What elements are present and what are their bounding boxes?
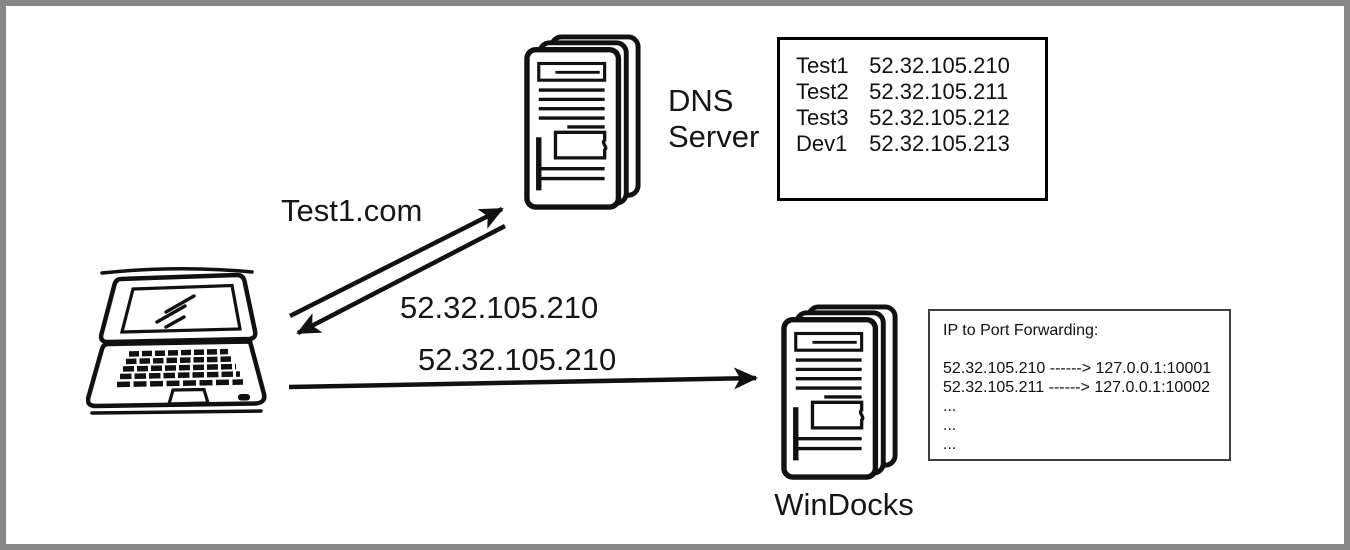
- windocks-request-label: 52.32.105.210: [418, 342, 617, 377]
- dns-record-row: Test2 52.32.105.211: [796, 79, 1035, 105]
- dns-record-ip: 52.32.105.213: [869, 131, 1010, 156]
- dns-record-ip: 52.32.105.210: [869, 53, 1010, 78]
- port-forwarding-ellipsis: ...: [943, 436, 957, 453]
- port-forwarding-rule: 52.32.105.210 ------> 127.0.0.1:10001: [943, 360, 1212, 377]
- windocks-request-arrow: [288, 367, 758, 390]
- dns-server-icon: [522, 33, 645, 210]
- dns-records-box: Test1 52.32.105.210 Test2 52.32.105.211 …: [777, 37, 1048, 201]
- port-forwarding-title: IP to Port Forwarding:: [943, 322, 1099, 339]
- dns-record-host: Test2: [796, 79, 849, 104]
- dns-record-row: Dev1 52.32.105.213: [796, 131, 1035, 157]
- dns-record-host: Dev1: [796, 131, 848, 156]
- dns-server-label: DNS Server: [668, 83, 760, 154]
- dns-record-host: Test3: [796, 105, 849, 130]
- dns-query-label: Test1.com: [281, 193, 423, 228]
- port-forwarding-ellipsis: ...: [943, 417, 957, 434]
- windocks-server-icon: [778, 303, 903, 480]
- dns-record-row: Test1 52.32.105.210: [796, 53, 1035, 79]
- dns-record-host: Test1: [796, 53, 849, 78]
- port-forwarding-ellipsis: ...: [943, 398, 957, 415]
- port-forwarding-box: IP to Port Forwarding: 52.32.105.210 ---…: [928, 309, 1231, 461]
- dns-response-label: 52.32.105.210: [400, 290, 599, 325]
- dns-record-ip: 52.32.105.211: [869, 79, 1009, 104]
- laptop-icon: [86, 266, 267, 415]
- dns-record-ip: 52.32.105.212: [869, 105, 1010, 130]
- port-forwarding-rule: 52.32.105.211 ------> 127.0.0.1:10002: [943, 379, 1210, 396]
- windocks-label: WinDocks: [774, 487, 914, 522]
- dns-record-row: Test3 52.32.105.212: [796, 105, 1035, 131]
